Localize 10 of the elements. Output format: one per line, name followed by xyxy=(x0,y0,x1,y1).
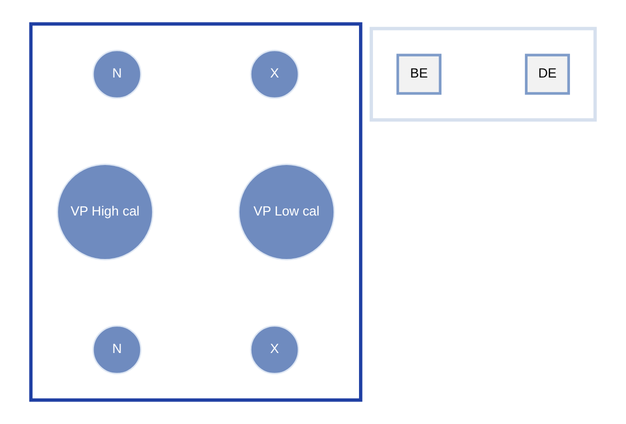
cluster xyxy=(29,22,362,402)
node-box: BE xyxy=(396,54,442,95)
node-circle: X xyxy=(250,325,300,374)
node-circle: VP High cal xyxy=(56,164,154,260)
node-circle: VP Low cal xyxy=(238,164,335,260)
node-circle: X xyxy=(250,50,300,99)
node-box: DE xyxy=(524,54,570,95)
node-circle: N xyxy=(92,50,142,99)
cluster xyxy=(370,26,597,122)
node-circle: N xyxy=(92,325,142,374)
